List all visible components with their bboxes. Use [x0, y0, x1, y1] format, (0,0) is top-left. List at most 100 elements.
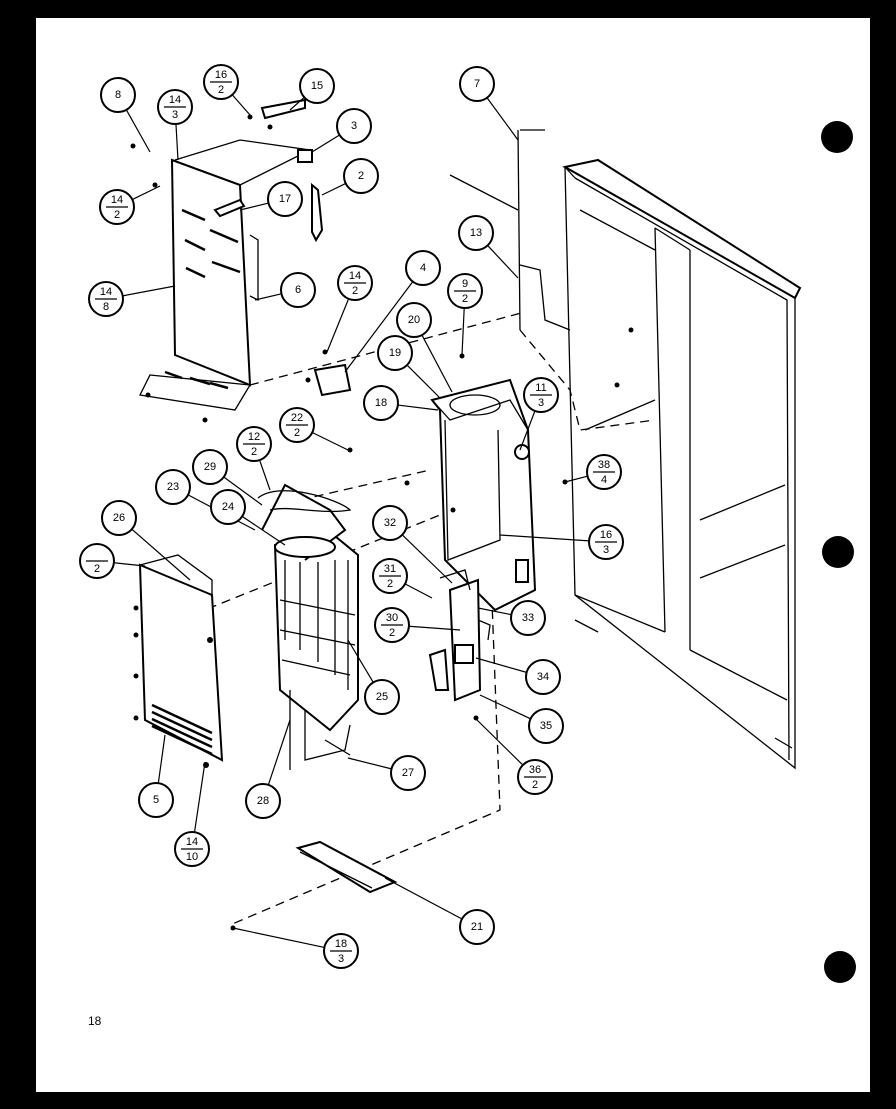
callout-part-number: 30 [386, 612, 398, 624]
callout-quantity: 2 [251, 446, 257, 458]
leader-line [125, 109, 151, 153]
callout-part-number: 18 [335, 938, 347, 950]
callout-part-number: 27 [402, 767, 414, 779]
fan-duct-assembly [430, 378, 537, 612]
callout-part-number: 20 [408, 314, 420, 326]
leader-line [408, 625, 461, 631]
callout-part-number: 7 [474, 78, 480, 90]
callout-circle [343, 158, 379, 194]
callout-c21: 21 [384, 877, 495, 945]
callout-part-number: 36 [529, 764, 541, 776]
callout-circle [245, 783, 281, 819]
callout-c18b: 183 [232, 927, 359, 969]
callout-c31: 312 [372, 558, 433, 599]
callout-part-number: 14 [100, 286, 112, 298]
callout-part-number: 33 [522, 612, 534, 624]
callout-quantity: 2 [114, 209, 120, 221]
callout-part-number: 31 [384, 563, 396, 575]
callout-c4: 4 [344, 250, 441, 373]
callout-c18a: 18 [363, 385, 439, 421]
callout-circle [459, 909, 495, 945]
callout-quantity: 2 [462, 293, 468, 305]
leader-line [157, 734, 166, 784]
callout-c6: 6 [254, 272, 316, 308]
binder-hole-middle [822, 536, 854, 568]
callout-c25: 25 [347, 639, 400, 715]
callout-part-number: 8 [115, 89, 121, 101]
callout-c2: 2 [321, 158, 379, 196]
binder-hole-top [821, 121, 853, 153]
callout-c34: 34 [475, 657, 561, 695]
callout-circle [280, 272, 316, 308]
callout-part-number: 25 [376, 691, 388, 703]
callout-quantity: 8 [103, 301, 109, 313]
callout-c27: 27 [347, 755, 426, 791]
evaporator-cover-panel [139, 139, 313, 411]
callout-circle [528, 708, 564, 744]
leader-line [474, 717, 524, 766]
leader-line [461, 307, 465, 356]
leader-line [326, 298, 350, 353]
callout-c29: 29 [192, 449, 263, 506]
leader-line [347, 639, 374, 683]
bottom-border [0, 1092, 896, 1109]
callout-c14a: 143 [157, 89, 193, 161]
binder-hole-bottom [824, 951, 856, 983]
callout-circle [100, 77, 136, 113]
callout-quantity: 3 [538, 397, 544, 409]
leader-line [406, 364, 441, 399]
drain-pan [295, 840, 398, 894]
callout-quantity: 2 [532, 779, 538, 791]
callout-c19: 19 [377, 335, 441, 399]
callout-part-number: 35 [540, 720, 552, 732]
callout-c38: 384 [564, 454, 622, 490]
callout-circle [267, 181, 303, 217]
callout-c16b: 163 [499, 524, 624, 560]
callout-c22: 222 [279, 407, 349, 451]
callout-circle [363, 385, 399, 421]
leader-line [113, 562, 146, 567]
callout-c15: 15 [289, 68, 335, 111]
callout-c35: 35 [479, 694, 564, 744]
callout-quantity: 2 [389, 627, 395, 639]
callout-circle [510, 600, 546, 636]
callout-quantity: 3 [172, 109, 178, 121]
small-parts-top [213, 98, 352, 397]
callout-c5: 5 [138, 734, 174, 818]
leader-line [131, 528, 191, 581]
callout-circle [101, 500, 137, 536]
leader-line [404, 583, 433, 599]
callout-c32: 32 [372, 505, 453, 584]
leader-line [254, 293, 282, 301]
callout-part-number: 13 [470, 227, 482, 239]
callout-quantity: 10 [186, 851, 198, 863]
callout-c2b: 2 [79, 543, 146, 579]
leader-line [479, 694, 531, 720]
callout-part-number: 16 [600, 529, 612, 541]
callout-part-number: 28 [257, 795, 269, 807]
fan-motor-assembly [428, 569, 491, 702]
front-cover-panel [133, 554, 224, 768]
leader-line [487, 245, 519, 279]
callout-quantity: 3 [603, 544, 609, 556]
leader-line [241, 515, 286, 546]
callout-part-number: 6 [295, 284, 301, 296]
leader-line [384, 877, 463, 920]
callout-part-number: 14 [169, 94, 181, 106]
callout-circle [192, 449, 228, 485]
callout-part-number: 17 [279, 193, 291, 205]
leader-line [259, 459, 271, 491]
leader-line [312, 431, 349, 451]
callout-circle [458, 215, 494, 251]
leader-line [231, 94, 251, 116]
callout-c24: 24 [210, 489, 286, 546]
callout-part-number: 16 [215, 69, 227, 81]
callout-part-number: 12 [248, 431, 260, 443]
leader-line [486, 97, 519, 141]
leader-line [401, 534, 453, 584]
leader-line [122, 285, 176, 297]
callout-c12: 122 [236, 426, 272, 491]
callout-c14c: 148 [88, 281, 176, 317]
